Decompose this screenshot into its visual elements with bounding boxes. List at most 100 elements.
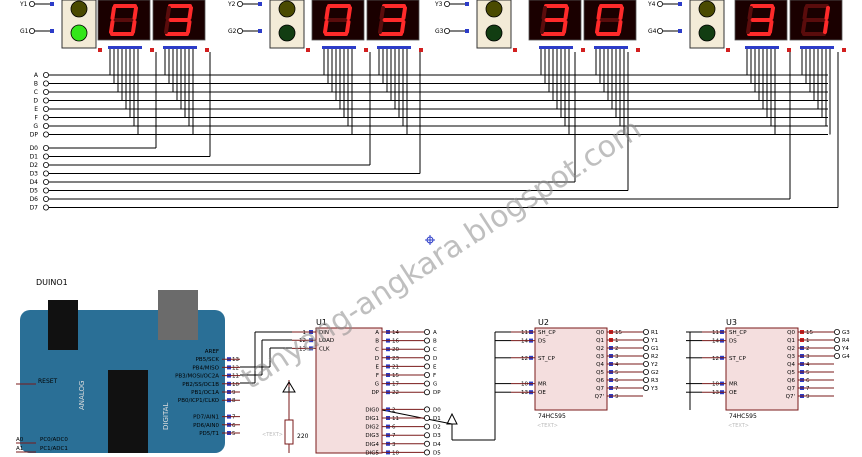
u3-pin-label: Q4 (787, 362, 795, 368)
ground-arrow-icon (446, 412, 458, 425)
u3-pin-number: 10 (712, 382, 719, 388)
u1-pin-label: E (376, 364, 380, 370)
segment-e (801, 20, 807, 34)
u1-pin-number: 21 (392, 364, 399, 370)
digital-label: DIGITAL (162, 403, 170, 430)
u2-pin-number: 5 (615, 370, 619, 376)
u3-net-label: G4 (842, 354, 850, 360)
arduino-left-pin-number: A0 (16, 437, 24, 443)
segment-c (768, 20, 774, 34)
traffic-label-g: G3 (435, 28, 444, 35)
u2-net-label: R2 (651, 354, 658, 360)
bus-label-d4: D4 (30, 179, 39, 186)
segment-f (541, 6, 547, 20)
u1-net-label: D0 (433, 407, 441, 413)
segment-e (109, 20, 115, 34)
u1-pin-number: 23 (392, 356, 399, 362)
bus-terminal (43, 170, 50, 177)
u1-net-label: D (433, 356, 437, 362)
bus-terminal (43, 178, 50, 185)
bus-terminal (43, 153, 50, 160)
arduino-pin-number: 9 (232, 390, 236, 396)
u1-net-terminal (423, 423, 430, 430)
traffic-pin-state (465, 29, 469, 33)
u2-pin-label: Q7' (595, 394, 604, 400)
arduino-left-pin-number: A1 (16, 446, 23, 452)
bus-terminal (43, 72, 50, 79)
u2-pin-label: Q2 (596, 346, 604, 352)
u3-pin-label: SH_CP (729, 330, 747, 336)
u2-ref-label: U2 (538, 318, 549, 327)
u1-pin-number: 6 (392, 425, 396, 431)
digit-pin-bar (594, 46, 628, 49)
u3-pin-label: ST_CP (729, 356, 746, 362)
u2-pin-label: SH_CP (538, 330, 556, 336)
u1-pin-number: 16 (392, 339, 399, 345)
bus-terminal (43, 123, 50, 130)
u2-pin-number: 1 (615, 338, 619, 344)
u3-net-label: R4 (842, 338, 850, 344)
traffic-terminal (657, 27, 664, 34)
arduino-ref-label: DUINO1 (36, 278, 68, 287)
traffic-label-y: Y2 (227, 1, 236, 8)
digit-pin-bar (322, 46, 356, 49)
reset-pin-label: RESET (38, 378, 58, 385)
u3-pin-label: DS (729, 339, 737, 345)
traffic-label-g: G2 (228, 28, 237, 35)
arduino-pin-label: PB5/SCK (196, 357, 220, 363)
u2-pin-number: 2 (615, 346, 619, 352)
u2-net-label: G2 (651, 370, 659, 376)
u2-pin-label: Q5 (596, 370, 604, 376)
segment-c (186, 20, 192, 34)
arduino-pin-label: AREF (205, 349, 219, 355)
u1-net-label: DP (433, 390, 441, 396)
u3-pin-number: 2 (806, 346, 810, 352)
digit-common-pin (842, 48, 846, 52)
display-module-3 (528, 0, 640, 52)
bus-terminal (43, 80, 50, 87)
u1-net-label: D4 (433, 442, 441, 448)
u1-net-terminal (423, 363, 430, 370)
green-lamp-icon (485, 24, 503, 42)
u1-ref-label: U1 (316, 318, 327, 327)
traffic-pin-state (50, 29, 54, 33)
arduino-pin-number: 8 (232, 398, 236, 404)
analog-label: ANALOG (78, 381, 86, 410)
u1-net-terminal (423, 371, 430, 378)
u3-pin-number: 15 (806, 330, 813, 336)
u1-pin-number: 2 (392, 407, 396, 413)
display-module-1 (97, 0, 209, 52)
digit-common-pin (205, 48, 209, 52)
u1-net-terminal (423, 328, 430, 335)
arduino-board[interactable]: DUINO1 ANALOG DIGITAL RESET AREF PB5/SCK 1… (16, 278, 240, 453)
traffic-pin-state (306, 48, 310, 52)
u1-pin-number: 17 (392, 382, 399, 388)
resistor-hint-label: <TEXT> (262, 432, 283, 438)
bus-terminal (43, 131, 50, 138)
u3-pin-number: 11 (712, 330, 719, 336)
u3-pin-label: Q2 (787, 346, 795, 352)
u2-pin-number: 9 (615, 394, 619, 400)
u1-net-label: C (433, 347, 437, 353)
traffic-pin-state (258, 2, 262, 6)
u2-pin-number: 6 (615, 378, 619, 384)
u1-net-terminal (423, 414, 430, 421)
u2-pin-label: MR (538, 382, 547, 388)
arduino-pin-number: 11 (232, 374, 239, 380)
segment-e (595, 20, 601, 34)
resistor-r1[interactable]: 220 (282, 380, 458, 453)
bus-terminal (43, 106, 50, 113)
green-lamp-icon (70, 24, 88, 42)
traffic-terminal (236, 27, 243, 34)
u2-pin-label: Q1 (596, 338, 604, 344)
